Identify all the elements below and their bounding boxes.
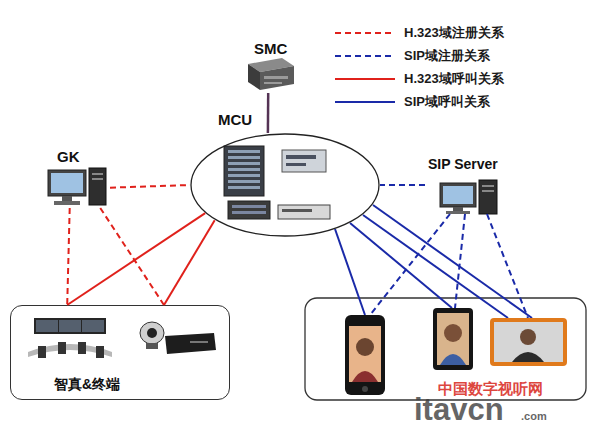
tablet	[433, 308, 473, 370]
video-terminal	[140, 322, 216, 354]
smartphone	[345, 315, 385, 395]
mcu-ellipse: MCU	[190, 133, 380, 237]
smc-server: SMC	[240, 38, 300, 93]
sip-call-lines	[335, 205, 532, 318]
mobile-terminal-group	[305, 298, 586, 400]
node-label: SIP Server	[428, 156, 498, 172]
tablet-landscape	[490, 318, 567, 366]
legend-text: H.323域注册关系	[404, 24, 504, 42]
gk-computer-icon	[48, 168, 106, 205]
node-label: MCU	[218, 111, 252, 128]
sip-register-lines	[370, 214, 528, 318]
watermark: itavcn	[414, 392, 504, 428]
ellipse-outline	[190, 133, 380, 237]
smc-icon	[248, 58, 294, 90]
management-link	[267, 93, 270, 133]
terminal-group: 智真&终端	[10, 305, 230, 400]
gatekeeper: GK	[45, 150, 110, 208]
legend-line-sample	[335, 101, 395, 103]
h323-register-line	[110, 185, 190, 188]
watermark: .com	[521, 410, 547, 422]
h323-call-line	[164, 220, 215, 305]
telepresence-room	[28, 318, 112, 358]
legend-line-sample	[335, 32, 395, 34]
sip-register-line	[380, 184, 425, 186]
legend-text: SIP域注册关系	[404, 47, 490, 65]
legend-line-sample	[335, 78, 395, 80]
legend-text: H.323域呼叫关系	[404, 70, 504, 88]
node-label: SMC	[254, 40, 287, 57]
node-label: 智真&终端	[54, 376, 120, 394]
h323-register-line	[67, 208, 70, 305]
h323-register-line	[100, 208, 164, 305]
legend-line-sample	[335, 55, 395, 57]
h323-call-line	[67, 213, 205, 305]
legend-text: SIP域呼叫关系	[404, 93, 490, 111]
sip-server-computer-icon	[440, 180, 497, 214]
mcu-equipment	[224, 146, 330, 219]
node-label: GK	[57, 148, 80, 165]
sip-server: SIP Server	[425, 156, 515, 214]
ellipse-outline	[191, 134, 379, 236]
